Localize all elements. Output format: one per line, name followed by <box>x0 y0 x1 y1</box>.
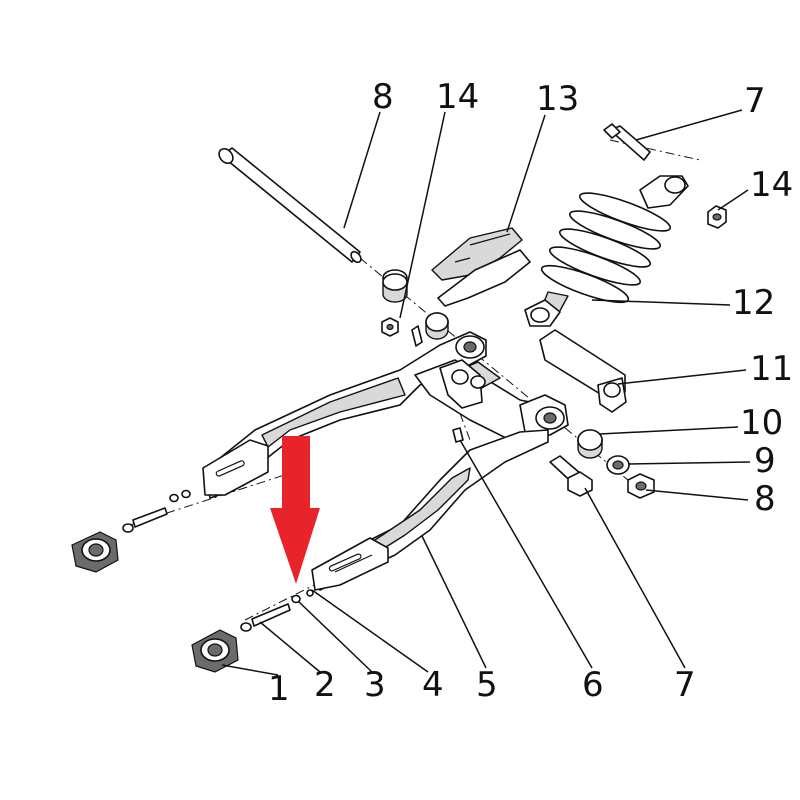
lower-axle-adjuster <box>191 589 314 673</box>
callout-14-right: 14 <box>750 165 793 205</box>
part-3-nut <box>291 594 301 604</box>
callout-10: 10 <box>740 403 783 443</box>
swingarm <box>202 331 569 591</box>
callout-6: 6 <box>582 665 604 705</box>
callout-7-bottom: 7 <box>674 665 696 705</box>
part-2-washer <box>240 622 252 632</box>
callout-8-top: 8 <box>372 77 394 117</box>
callout-7-top: 7 <box>744 81 766 121</box>
callout-labels: 1 2 3 4 5 6 7 8 9 10 11 12 13 14 14 7 8 <box>268 77 793 709</box>
callout-2: 2 <box>314 665 336 705</box>
callout-8-right: 8 <box>754 479 776 519</box>
callout-1: 1 <box>268 669 290 709</box>
callout-12: 12 <box>732 283 775 323</box>
chain-slider <box>431 227 531 307</box>
leader-lines <box>221 109 751 676</box>
callout-11: 11 <box>750 349 793 389</box>
red-indicator-arrow <box>270 436 320 584</box>
pivot-right-hardware <box>452 427 655 499</box>
callout-13: 13 <box>536 79 579 119</box>
part-4-washer <box>306 589 314 597</box>
callout-4: 4 <box>422 665 444 705</box>
pivot-bushings <box>381 269 449 347</box>
shock-bolt-and-nut <box>603 123 727 229</box>
upper-axle-adjuster <box>71 489 191 573</box>
callout-5: 5 <box>476 665 498 705</box>
callout-14-top: 14 <box>436 77 479 117</box>
link-arm <box>539 329 627 413</box>
pivot-shaft <box>218 147 362 264</box>
callout-3: 3 <box>364 665 386 705</box>
shock-absorber <box>524 175 689 327</box>
part-2-adjuster-bolt <box>251 603 291 627</box>
callout-9: 9 <box>754 441 776 481</box>
